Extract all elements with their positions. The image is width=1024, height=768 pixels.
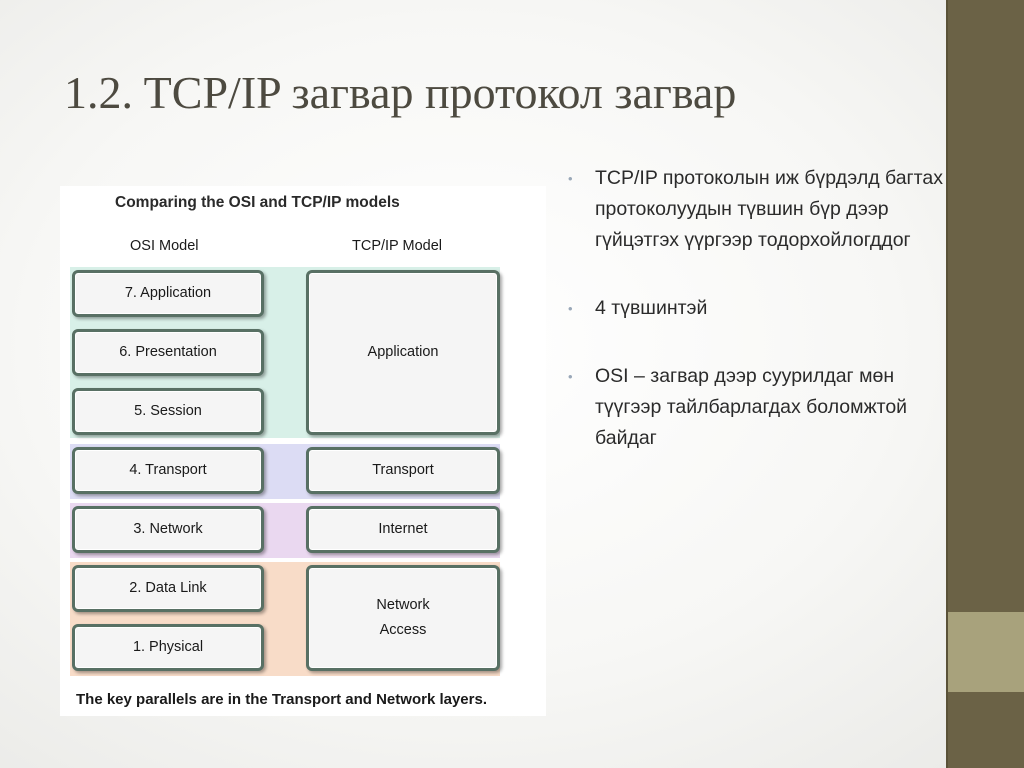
osi-layer-presentation: 6. Presentation <box>72 329 264 376</box>
osi-layer-data-link: 2. Data Link <box>72 565 264 612</box>
bullet-text: 4 түвшинтэй <box>595 297 708 319</box>
osi-layer-physical: 1. Physical <box>72 624 264 671</box>
bullet-item: • OSI – загвар дээр суурилдаг мөн түүгээр… <box>568 361 958 454</box>
bullet-dot-icon: • <box>568 369 573 384</box>
sidebar-edge <box>946 0 948 768</box>
osi-tcpip-comparison-figure: Comparing the OSI and TCP/IP models OSI … <box>60 186 546 716</box>
sidebar-accent <box>948 612 1024 692</box>
slide-title: 1.2. TCP/IP загвар протокол загвар <box>64 67 737 118</box>
bullet-dot-icon: • <box>568 301 573 316</box>
bullet-dot-icon: • <box>568 171 573 186</box>
tcpip-layer-application: Application <box>306 270 500 435</box>
tcpip-model-header: TCP/IP Model <box>352 238 442 254</box>
osi-layer-session: 5. Session <box>72 388 264 435</box>
osi-layer-transport: 4. Transport <box>72 447 264 494</box>
bullet-list: • TCP/IP протоколын иж бүрдэлд багтах про… <box>568 163 958 491</box>
tcpip-layer-network-access: Network Access <box>306 565 500 671</box>
osi-layer-application: 7. Application <box>72 270 264 317</box>
bullet-text: OSI – загвар дээр суурилдаг мөн түүгээр … <box>595 365 908 449</box>
figure-title: Comparing the OSI and TCP/IP models <box>115 194 400 211</box>
figure-caption: The key parallels are in the Transport a… <box>76 691 487 708</box>
tcpip-layer-internet: Internet <box>306 506 500 553</box>
osi-layer-network: 3. Network <box>72 506 264 553</box>
bullet-item: • 4 түвшинтэй <box>568 293 958 324</box>
osi-model-header: OSI Model <box>130 238 199 254</box>
bullet-text: TCP/IP протоколын иж бүрдэлд багтах прот… <box>595 167 943 251</box>
bullet-item: • TCP/IP протоколын иж бүрдэлд багтах про… <box>568 163 958 256</box>
tcpip-layer-transport: Transport <box>306 447 500 494</box>
